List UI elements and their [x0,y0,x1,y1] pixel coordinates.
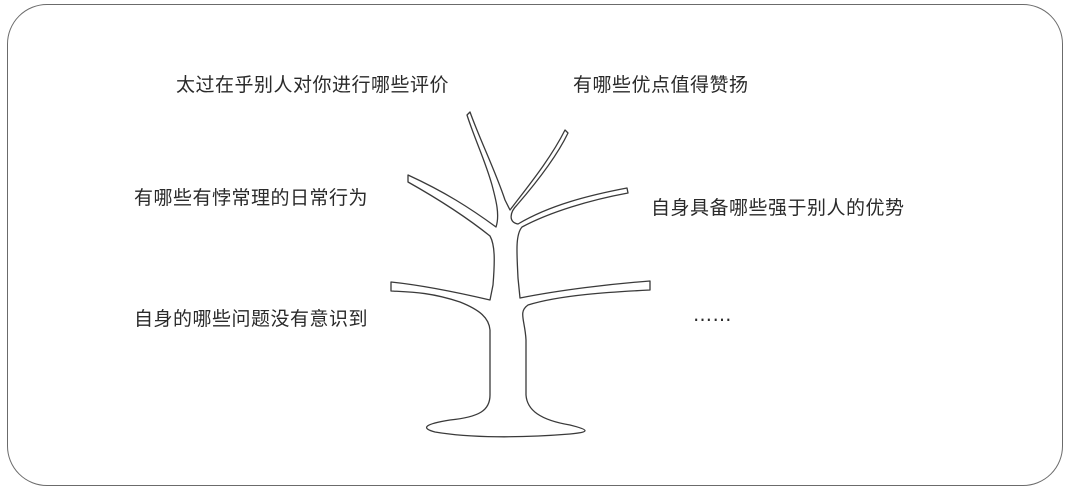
label-praiseworthy-strengths: 有哪些优点值得赞扬 [573,74,749,96]
diagram-frame [7,4,1063,486]
label-unaware-problems: 自身的哪些问题没有意识到 [134,308,369,330]
label-ellipsis: …… [693,304,732,326]
label-others-evaluation: 太过在乎别人对你进行哪些评价 [176,74,450,96]
label-advantages: 自身具备哪些强于别人的优势 [651,197,905,219]
label-unusual-behaviors: 有哪些有悖常理的日常行为 [134,187,369,209]
